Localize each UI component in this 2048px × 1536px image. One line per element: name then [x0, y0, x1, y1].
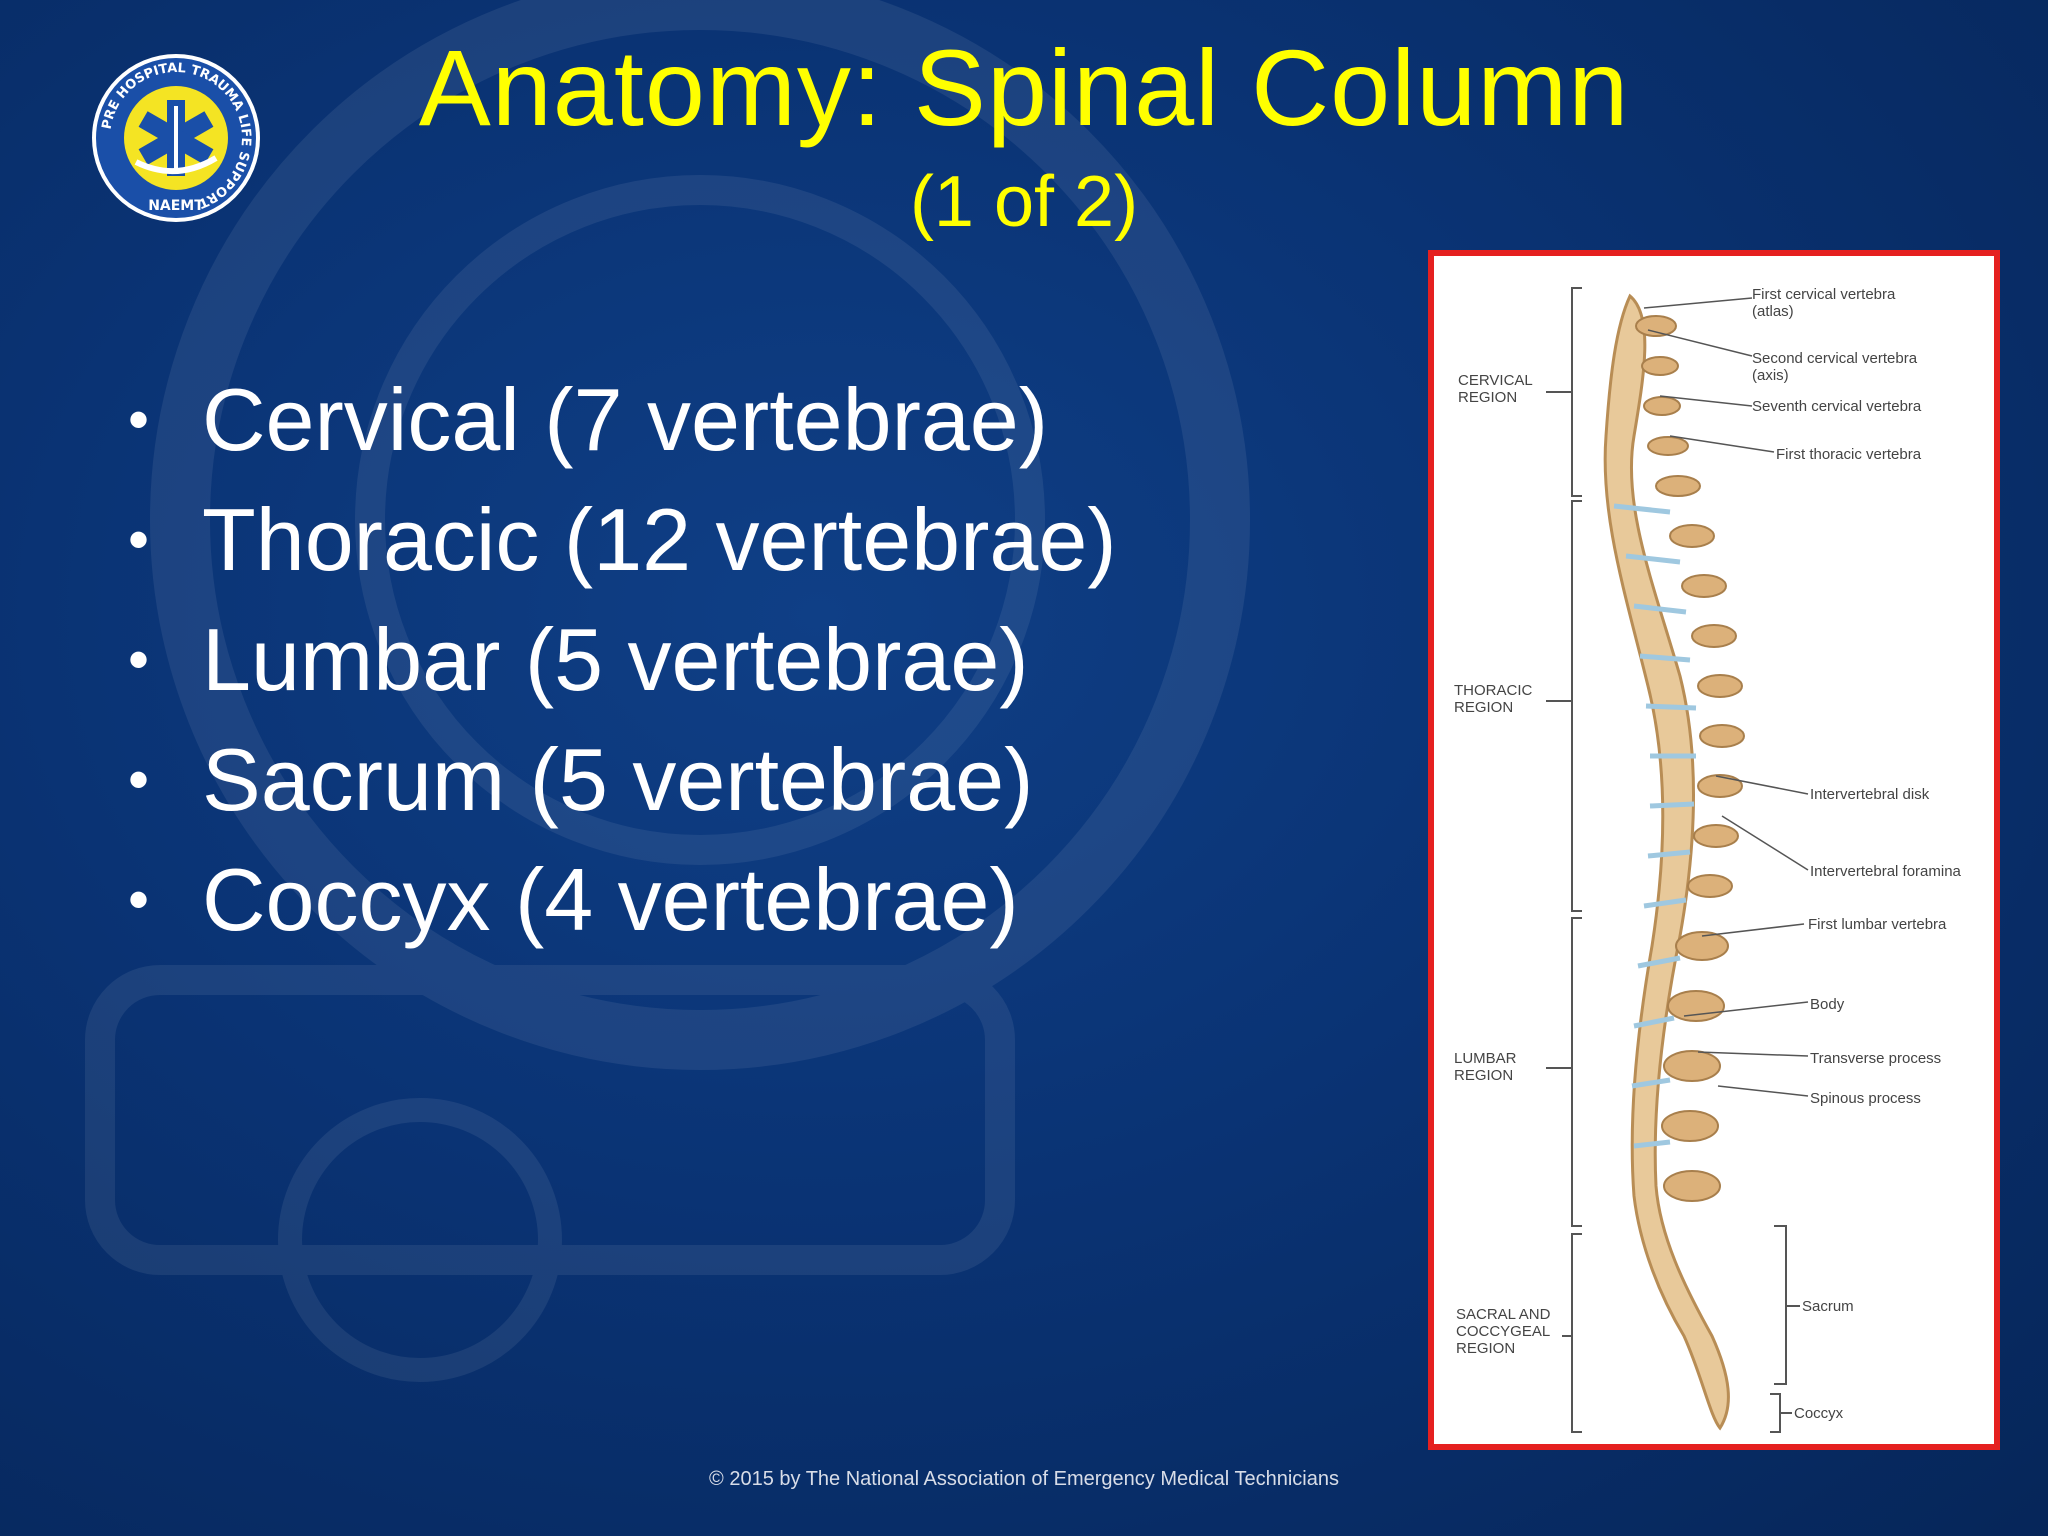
label-intervertebral-disk: Intervertebral disk	[1810, 786, 1930, 803]
bullet-item: • Lumbar (5 vertebrae)	[120, 600, 1117, 720]
label-body: Body	[1810, 996, 1845, 1013]
copyright-footer: © 2015 by The National Association of Em…	[709, 1468, 1339, 1490]
slide-title-text: Anatomy: Spinal Column	[418, 27, 1630, 148]
bullet-dot-icon: •	[128, 746, 150, 813]
label-second-cervical-vertebra: Second cervical vertebra (axis)	[1752, 350, 1918, 384]
region-label-sacral-coccygeal: SACRAL AND COCCYGEAL REGION	[1456, 1306, 1551, 1357]
spine-diagram: CERVICAL REGION THORACIC REGION LUMBAR R…	[1428, 250, 2000, 1450]
slide-title: Anatomy: Spinal Column	[0, 28, 2048, 148]
bullet-dot-icon: •	[128, 386, 150, 453]
bullet-text: Lumbar (5 vertebrae)	[202, 610, 1029, 709]
label-spinous-process: Spinous process	[1810, 1090, 1921, 1107]
bullet-item: • Coccyx (4 vertebrae)	[120, 840, 1117, 960]
bullet-dot-icon: •	[128, 626, 150, 693]
bullet-item: • Cervical (7 vertebrae)	[120, 360, 1117, 480]
label-intervertebral-foramina: Intervertebral foramina	[1810, 863, 1961, 880]
bullet-text: Thoracic (12 vertebrae)	[202, 490, 1117, 589]
label-first-lumbar-vertebra: First lumbar vertebra	[1808, 916, 1947, 933]
bullet-item: • Thoracic (12 vertebrae)	[120, 480, 1117, 600]
region-label-thoracic: THORACIC REGION	[1454, 682, 1533, 716]
bullet-dot-icon: •	[128, 866, 150, 933]
spine-illustration	[1546, 287, 1809, 1433]
label-first-cervical-vertebra: First cervical vertebra (atlas)	[1752, 286, 1896, 320]
bullet-dot-icon: •	[128, 506, 150, 573]
logo-bottom-text: NAEMT	[148, 198, 204, 214]
bullet-item: • Sacrum (5 vertebrae)	[120, 720, 1117, 840]
label-seventh-cervical-vertebra: Seventh cervical vertebra	[1752, 398, 1922, 415]
bullet-text: Coccyx (4 vertebrae)	[202, 850, 1019, 949]
label-transverse-process: Transverse process	[1810, 1050, 1942, 1067]
bullet-text: Cervical (7 vertebrae)	[202, 370, 1049, 469]
region-label-lumbar: LUMBAR REGION	[1454, 1050, 1517, 1084]
label-first-thoracic-vertebra: First thoracic vertebra	[1776, 446, 1922, 463]
label-sacrum: Sacrum	[1802, 1298, 1854, 1315]
bullet-text: Sacrum (5 vertebrae)	[202, 730, 1034, 829]
phtls-logo: PRE HOSPITAL TRAUMA LIFE SUPPORT NAEMT	[88, 50, 264, 226]
slide-subtitle: (1 of 2)	[909, 162, 1139, 242]
bullet-list: • Cervical (7 vertebrae) • Thoracic (12 ve…	[120, 360, 1117, 960]
region-label-cervical: CERVICAL REGION	[1458, 372, 1533, 406]
label-coccyx: Coccyx	[1794, 1405, 1844, 1422]
